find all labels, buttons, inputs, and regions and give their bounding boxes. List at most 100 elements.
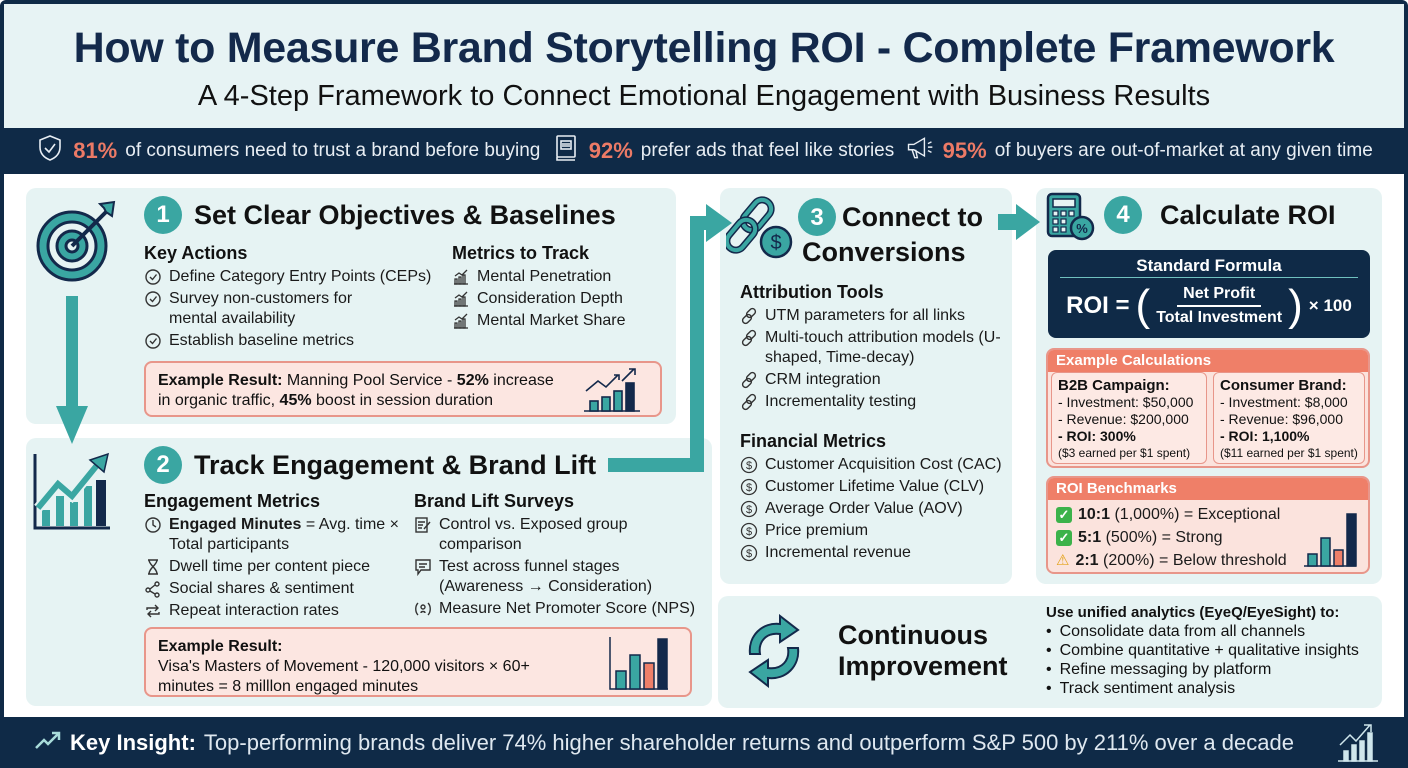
flow-arrow-2-to-3-horizontal	[608, 458, 704, 472]
bar-chart-icon	[1302, 508, 1358, 568]
check-circle-icon	[144, 332, 162, 350]
list-item: Consideration Depth	[452, 289, 672, 309]
svg-text:$: $	[770, 232, 781, 254]
benchmark-item: ✓10:1 (1,000%) = Exceptional	[1056, 504, 1360, 525]
promoter-score-icon	[414, 600, 432, 618]
page-title: How to Measure Brand Storytelling ROI - …	[73, 24, 1335, 72]
insight-text: Top-performing brands deliver 74% higher…	[203, 729, 1294, 755]
step2-title: 2 Track Engagement & Brand Lift	[144, 446, 596, 484]
target-icon	[34, 198, 120, 284]
trend-up-icon	[34, 730, 62, 756]
warning-icon: ⚠	[1056, 552, 1070, 569]
check-box-icon: ✓	[1056, 506, 1072, 523]
list-item: Measure Net Promoter Score (NPS)	[414, 599, 704, 619]
bar-chart-trend-icon	[452, 290, 470, 308]
list-item: $Incremental revenue	[740, 543, 1010, 563]
b2b-campaign-card: B2B Campaign: - Investment: $50,000 - Re…	[1051, 372, 1207, 464]
chain-dollar-icon: $	[723, 196, 796, 260]
list-item: Multi-touch attribution models (U-shaped…	[740, 328, 1010, 368]
section-heading: Key Actions	[144, 243, 248, 263]
list-item: UTM parameters for all links	[740, 306, 1010, 326]
shield-check-icon	[35, 133, 65, 169]
svg-text:$: $	[746, 504, 752, 516]
megaphone-icon	[905, 133, 935, 169]
list-item: CRM integration	[740, 370, 1010, 390]
continuous-improvement-list: Use unified analytics (EyeQ/EyeSight) to…	[1046, 603, 1376, 698]
list-item: Control vs. Exposed group comparison	[414, 515, 704, 555]
step-title-text: Track Engagement & Brand Lift	[194, 449, 597, 480]
clock-icon	[144, 516, 162, 534]
list-item: Establish baseline metrics	[144, 331, 434, 351]
formula-heading: Standard Formula	[1060, 250, 1358, 278]
stat-text: of buyers are out-of-market at any given…	[994, 140, 1373, 161]
flow-arrow-1-to-2	[66, 296, 78, 408]
list-item: Social shares & sentiment	[144, 579, 404, 599]
flow-arrowhead-down	[56, 406, 88, 444]
growth-chart-icon	[1336, 723, 1380, 768]
list-item: Define Category Entry Points (CEPs)	[144, 267, 434, 287]
check-circle-icon	[144, 268, 162, 286]
hourglass-icon	[144, 558, 162, 576]
insight-label: Key Insight:	[70, 729, 196, 755]
list-item: Mental Market Share	[452, 311, 672, 331]
engagement-metrics-section: Engagement Metrics Engaged Minutes = Avg…	[144, 491, 404, 623]
financial-metrics-section: Financial Metrics $Customer Acquisition …	[740, 431, 1010, 565]
benchmark-item: ⚠2:1 (200%) = Below threshold	[1056, 552, 1287, 569]
svg-text:%: %	[1076, 221, 1088, 236]
list-item: $Price premium	[740, 521, 1010, 541]
dollar-circle-icon: $	[740, 500, 758, 518]
step2-example-result: Example Result: Visa's Masters of Moveme…	[144, 627, 692, 697]
svg-text:$: $	[746, 526, 752, 538]
link-icon	[740, 371, 758, 389]
section-heading: Metrics to Track	[452, 243, 590, 263]
step-number-badge: 3	[798, 198, 836, 236]
stat-text: prefer ads that feel like stories	[640, 140, 895, 161]
step-number-badge: 2	[144, 446, 182, 484]
stat-out-of-market: 95% of buyers are out-of-market at any g…	[905, 133, 1373, 169]
survey-form-icon	[414, 516, 432, 534]
box-heading: Example Calculations	[1048, 350, 1368, 372]
roi-benchmarks-box: ROI Benchmarks ✓10:1 (1,000%) = Exceptio…	[1046, 476, 1370, 574]
link-icon	[740, 393, 758, 411]
continuous-improvement-title: Continuous Improvement	[838, 620, 1008, 681]
section-heading: Attribution Tools	[740, 282, 884, 302]
consumer-brand-card: Consumer Brand: - Investment: $8,000 - R…	[1213, 372, 1365, 464]
list-item: Survey non-customers for mental availabi…	[144, 289, 434, 329]
key-actions-section: Key Actions Define Category Entry Points…	[144, 243, 434, 353]
step4-title: 4 Calculate ROI	[1104, 196, 1336, 234]
attribution-tools-section: Attribution Tools UTM parameters for all…	[740, 282, 1010, 414]
share-icon	[144, 580, 162, 598]
stat-percent: 92%	[588, 138, 633, 163]
bar-chart-trend-icon	[452, 312, 470, 330]
list-item: Combine quantitative + qualitative insig…	[1046, 641, 1376, 660]
benchmark-item: ✓5:1 (500%) = Strong	[1056, 527, 1360, 548]
bar-chart-icon	[608, 635, 670, 691]
check-circle-icon	[144, 290, 162, 308]
svg-text:$: $	[746, 548, 752, 560]
repeat-icon	[144, 602, 162, 620]
list-item: Mental Penetration	[452, 267, 672, 287]
flow-arrowhead-right-2	[1016, 204, 1040, 240]
growth-trend-icon	[32, 452, 112, 530]
flow-arrow-2-to-3-vertical	[690, 216, 704, 472]
growth-chart-icon	[582, 367, 642, 413]
refresh-cycle-icon	[738, 613, 810, 689]
metrics-to-track-section: Metrics to Track Mental Penetration Cons…	[452, 243, 672, 333]
brand-lift-section: Brand Lift Surveys Control vs. Exposed g…	[414, 491, 704, 621]
stat-stories: 92% prefer ads that feel like stories	[551, 133, 895, 169]
list-item: Dwell time per content piece	[144, 557, 404, 577]
dollar-circle-icon: $	[740, 456, 758, 474]
stat-text: of consumers need to trust a brand befor…	[125, 140, 541, 161]
header: How to Measure Brand Storytelling ROI - …	[4, 4, 1404, 128]
step-number-badge: 1	[144, 196, 182, 234]
calculator-icon: %	[1044, 192, 1096, 242]
list-item: $Average Order Value (AOV)	[740, 499, 1010, 519]
book-icon	[551, 133, 581, 169]
step-number-badge: 4	[1104, 196, 1142, 234]
list-item: $Customer Lifetime Value (CLV)	[740, 477, 1010, 497]
svg-text:$: $	[746, 482, 752, 494]
